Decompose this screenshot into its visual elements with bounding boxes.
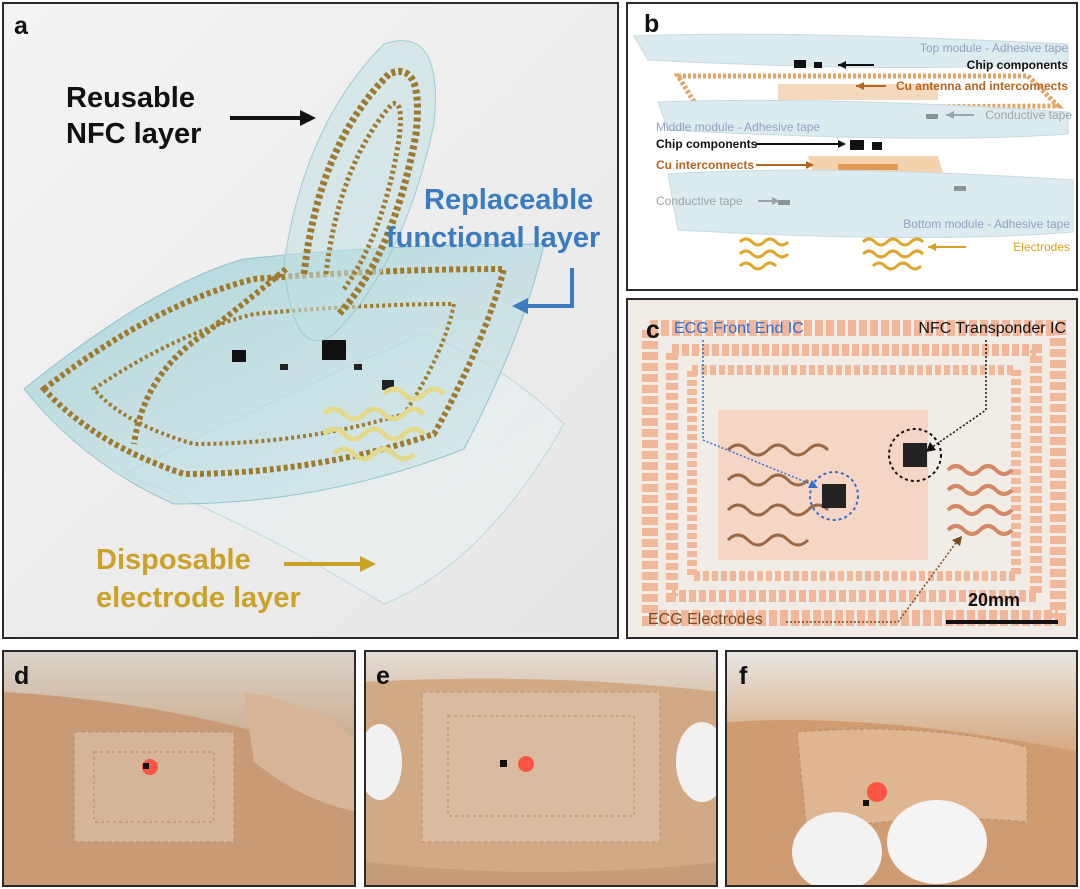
cu-interconnects-label: Cu interconnects	[656, 158, 755, 172]
panel-b: b Top module - Adhesive tape Chip compon…	[626, 2, 1078, 291]
panel-b-exploded-view	[633, 33, 1074, 271]
patch-e	[421, 691, 661, 843]
replaceable-label-line1: Replaceable	[424, 184, 594, 216]
electrodes-right	[861, 237, 925, 271]
panel-c-photo	[642, 320, 1066, 626]
panel-label-b: b	[644, 10, 660, 38]
disposable-label-line2: electrode layer	[96, 582, 301, 614]
nfc-ic-chip	[903, 443, 927, 467]
chip-a3	[382, 380, 394, 390]
chip-components-top-label: Chip components	[966, 58, 1068, 72]
panel-label-e: e	[376, 662, 390, 690]
panel-f-photo	[727, 720, 1076, 885]
chip-a2	[232, 350, 246, 362]
glove-right	[676, 722, 716, 802]
ecg-ic-label: ECG Front End IC	[674, 320, 804, 337]
led-e	[518, 756, 534, 772]
panel-label-c: c	[646, 316, 660, 344]
reusable-label-line1: Reusable	[66, 82, 195, 114]
top-module-label: Top module - Adhesive tape	[919, 41, 1068, 55]
nfc-flap	[283, 40, 436, 342]
chip-a1	[322, 340, 346, 360]
glove-f-right	[887, 800, 987, 884]
patch-f	[796, 728, 1028, 833]
disposable-label-line1: Disposable	[96, 544, 251, 576]
panel-e: e	[364, 650, 718, 887]
panel-d-photo	[4, 692, 354, 885]
panel-c: c ECG Front End IC NFC Transponder IC EC…	[626, 298, 1078, 639]
nfc-ic-label: NFC Transponder IC	[918, 320, 1066, 337]
panel-d: d	[2, 650, 356, 887]
reusable-label-line2: NFC layer	[66, 118, 202, 150]
scale-label: 20mm	[968, 590, 1021, 610]
conductive-tape-left-label: Conductive tape	[656, 194, 743, 208]
led-f	[867, 782, 887, 802]
middle-module-label: Middle module - Adhesive tape	[656, 120, 821, 134]
bottom-module-sheet	[667, 169, 1074, 239]
middle-module-sheet	[657, 99, 1069, 139]
panel-f: f	[725, 650, 1078, 887]
panel-label-f: f	[739, 662, 748, 690]
conductive-tape-right-label: Conductive tape	[985, 108, 1072, 122]
cu-antenna-layer	[673, 73, 1065, 111]
panel-label-a: a	[14, 12, 28, 40]
right-electrode	[946, 464, 1014, 536]
nfc-antenna	[300, 68, 421, 317]
patch-d	[73, 731, 235, 843]
electrode-pattern	[322, 386, 446, 462]
functional-antenna	[39, 265, 508, 478]
replaceable-label-line2: functional layer	[386, 222, 601, 254]
ecg-electrodes-label: ECG Electrodes	[648, 611, 763, 628]
glove-f-left	[792, 812, 882, 885]
panel-a-illustration	[23, 40, 574, 605]
panel-e-photo	[366, 678, 716, 872]
replaceable-arrow	[524, 268, 574, 308]
glove-left	[366, 724, 402, 800]
bottom-module-label: Bottom module - Adhesive tape	[903, 217, 1070, 231]
chip-components-mid-label: Chip components	[656, 137, 758, 151]
ecg-ic-chip	[822, 484, 846, 508]
panel-a: a Reusable NFC layer Replaceable functio…	[2, 2, 619, 639]
nfc-ic-circle	[888, 428, 942, 482]
cu-antenna-label: Cu antenna and interconnects	[895, 79, 1068, 93]
electrodes-left	[738, 237, 790, 271]
panel-label-d: d	[14, 662, 30, 690]
electrodes-label: Electrodes	[1013, 240, 1070, 254]
ecg-ic-circle	[809, 471, 859, 521]
